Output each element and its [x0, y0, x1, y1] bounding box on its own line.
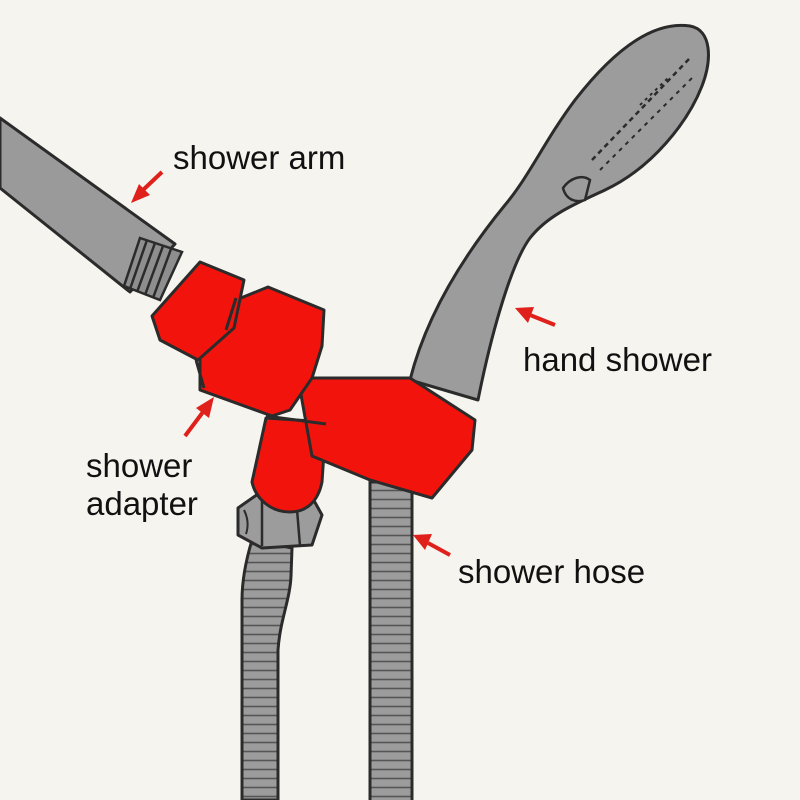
- arrow-shower-arm: [131, 170, 164, 203]
- label-shower-arm: shower arm: [173, 139, 346, 176]
- hand-shower: [408, 23, 710, 402]
- shower-hose-right: [368, 480, 414, 800]
- red-arrow-icon: [131, 184, 150, 203]
- shower-arm: [0, 116, 184, 302]
- arrow-hand-shower: [515, 307, 556, 327]
- label-shower-adapter-line2: adapter: [86, 485, 198, 522]
- label-shower-adapter: shower adapter: [86, 447, 198, 523]
- arrow-shower-hose: [413, 534, 451, 557]
- red-arrow-icon: [515, 307, 534, 323]
- red-arrow-icon: [413, 534, 432, 550]
- red-arrow-icon: [196, 397, 214, 418]
- arrow-shower-adapter: [183, 397, 214, 438]
- shower-hose-left: [240, 538, 294, 800]
- label-shower-adapter-line1: shower: [86, 447, 193, 484]
- shower-arm-thread: [122, 236, 184, 302]
- label-shower-hose: shower hose: [458, 553, 646, 590]
- shower-adapter: [150, 260, 477, 514]
- label-hand-shower: hand shower: [523, 341, 712, 378]
